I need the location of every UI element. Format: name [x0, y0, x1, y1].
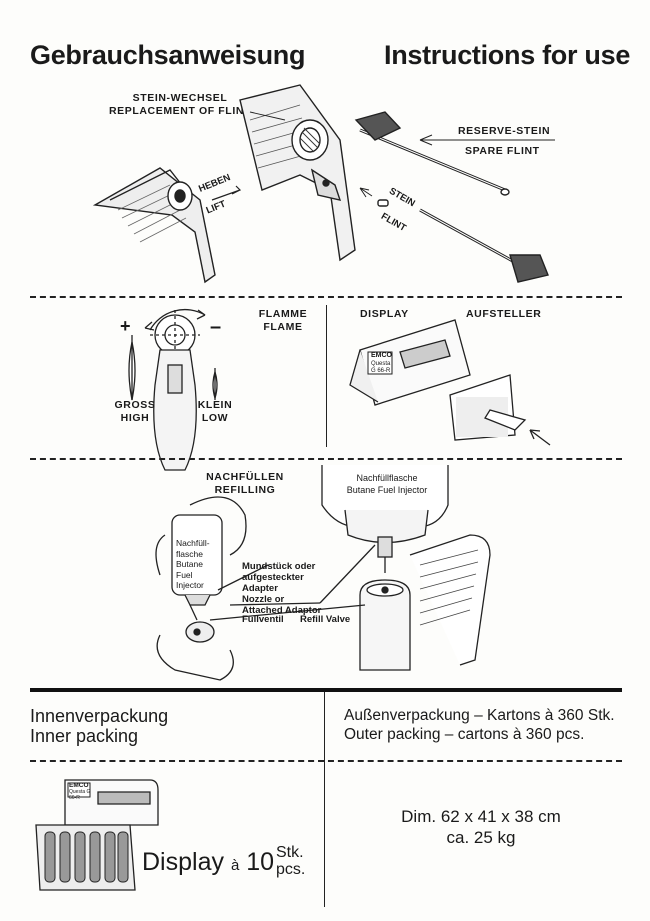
flame-low-label: KLEIN LOW: [192, 399, 238, 425]
display-card-brand: EMCO: [371, 352, 392, 359]
flame-label: FLAMME FLAME: [248, 308, 318, 334]
inner-packing-label: Innenverpackung Inner packing: [30, 706, 168, 746]
flame-en: FLAME: [263, 321, 303, 333]
valve-en: Refill Valve: [300, 614, 351, 625]
nozzle-de-1: Mundstück oder: [242, 561, 316, 572]
flame-big-de: GROSS: [114, 399, 156, 411]
flame-plus: +: [120, 316, 131, 336]
nozzle-de-3: Adapter: [242, 583, 278, 594]
refill-label: NACHFÜLLEN REFILLING: [195, 471, 295, 497]
divider-3: [30, 760, 622, 762]
title-en: Instructions for use: [384, 40, 631, 70]
nozzle-en-2: Attached Adaptor: [242, 605, 322, 616]
outer-de: Außenverpackung – Kartons à 360 Stk.: [344, 707, 615, 724]
flame-adjust-illustration: [128, 308, 218, 471]
display-pcs: pcs.: [276, 861, 306, 878]
valve-de: Füllventil: [242, 614, 284, 625]
can-en-1: Butane: [176, 559, 203, 569]
inner-en: Inner packing: [30, 726, 139, 746]
display-title-de: AUFSTELLER: [466, 308, 542, 320]
display-word: Display: [142, 848, 224, 876]
nozzle-en-1: Nozzle or: [242, 594, 285, 605]
box-model: Questa G 66-R: [69, 789, 91, 801]
nozzle-de-2: aufgesteckter: [242, 572, 304, 583]
packing-top-rule: [30, 688, 622, 692]
outer-en: Outer packing – cartons à 360 pcs.: [344, 726, 585, 743]
flint-replacement-illustration: [92, 84, 555, 284]
flint-replacement-de: STEIN-WECHSEL: [132, 92, 228, 104]
refilling-illustration: [155, 465, 491, 681]
spare-flint-en: SPARE FLINT: [465, 145, 540, 157]
title-de: Gebrauchsanweisung: [30, 40, 306, 70]
display-stand-illustration: [349, 319, 551, 446]
inner-de: Innenverpackung: [30, 706, 169, 726]
flint-replacement-en: REPLACEMENT OF FLINT: [108, 105, 252, 117]
refill-en: REFILLING: [214, 484, 276, 496]
bottle-en: Butane Fuel Injector: [346, 485, 428, 495]
display-card-model: Questa G 66-R: [371, 361, 391, 374]
box-brand: EMCO: [69, 782, 89, 789]
flame-minus: –: [210, 316, 222, 338]
can-label: Nachfüll- flasche Butane Fuel Injector: [176, 538, 210, 591]
flame-small-de: KLEIN: [197, 399, 233, 411]
display-count: Display à 10: [142, 848, 274, 877]
nozzle-label: Mundstück oder aufgesteckter Adapter Noz…: [242, 561, 321, 616]
can-en-3: Injector: [176, 580, 204, 590]
display-stk: Stk.: [276, 844, 304, 861]
can-en-2: Fuel: [176, 569, 193, 580]
divider-vertical-2: [324, 692, 325, 907]
display-units: Stk. pcs.: [276, 844, 305, 878]
flame-big-en: HIGH: [120, 412, 150, 424]
outer-packing-label: Außenverpackung – Kartons à 360 Stk. Out…: [344, 706, 615, 744]
dim: Dim. 62 x 41 x 38 cm: [401, 807, 561, 826]
flint-replacement-label: STEIN-WECHSEL REPLACEMENT OF FLINT: [100, 92, 260, 118]
flame-small-en: LOW: [201, 412, 229, 424]
spare-flint-de: RESERVE-STEIN: [458, 125, 551, 137]
display-box-illustration: [35, 779, 159, 891]
divider-1: [30, 296, 622, 298]
bottle-label: Nachfüllflasche Butane Fuel Injector: [334, 472, 440, 496]
flame-de: FLAMME: [258, 308, 308, 320]
flame-high-label: GROSS HIGH: [110, 399, 160, 425]
can-de-2: flasche: [176, 548, 203, 559]
bottle-de: Nachfüllflasche: [356, 473, 418, 483]
weight: ca. 25 kg: [446, 828, 516, 847]
display-a: à: [230, 857, 240, 874]
display-title-en: DISPLAY: [360, 308, 409, 320]
display-num: 10: [246, 848, 275, 876]
refill-de: NACHFÜLLEN: [206, 471, 284, 483]
divider-2: [30, 458, 622, 460]
divider-vertical-1: [326, 305, 327, 447]
outer-dimensions: Dim. 62 x 41 x 38 cm ca. 25 kg: [340, 806, 622, 848]
can-de-1: Nachfüll-: [176, 538, 210, 548]
